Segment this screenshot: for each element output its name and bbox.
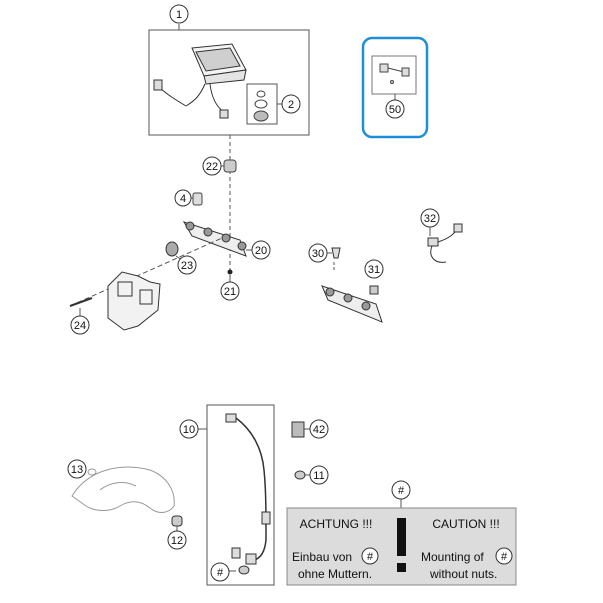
part-group-50[interactable]: 50	[361, 36, 429, 139]
svg-text:11: 11	[313, 470, 324, 482]
callout-12[interactable]: 12	[167, 530, 187, 550]
callout-22[interactable]: 22	[202, 156, 222, 176]
callout-23[interactable]: 23	[177, 255, 197, 275]
svg-text:42: 42	[313, 424, 325, 436]
svg-text:#: #	[217, 567, 224, 579]
callout-13[interactable]: 13	[67, 459, 87, 479]
warning-hash-callout[interactable]: #	[391, 480, 411, 500]
svg-text:21: 21	[224, 286, 236, 298]
svg-text:30: 30	[312, 248, 324, 260]
callout-50[interactable]: 50	[385, 99, 405, 119]
part-4: 4	[174, 189, 203, 207]
callout-42[interactable]: 42	[309, 419, 329, 439]
svg-text:#: #	[398, 485, 405, 497]
part-31-bracket	[321, 285, 383, 323]
warning-de-title: ACHTUNG !!!	[300, 517, 373, 531]
svg-text:2: 2	[288, 99, 294, 111]
part-group-1: 1 2	[148, 4, 310, 136]
warning-en-title: CAUTION !!!	[432, 517, 499, 531]
svg-text:10: 10	[183, 424, 195, 436]
warning-exclamation-bar	[397, 518, 406, 556]
svg-text:23: 23	[181, 260, 193, 272]
part-12: 12	[167, 515, 187, 550]
callout-31[interactable]: 31	[364, 259, 384, 279]
callout-1[interactable]: 1	[169, 4, 189, 24]
svg-text:31: 31	[368, 264, 380, 276]
svg-text:50: 50	[389, 104, 401, 116]
svg-text:12: 12	[171, 535, 183, 547]
svg-text:1: 1	[176, 9, 182, 21]
warning-en-line1: Mounting of	[421, 550, 484, 564]
svg-text:22: 22	[206, 161, 218, 173]
warning-en-line2: without nuts.	[429, 567, 497, 581]
callout-10[interactable]: 10	[179, 419, 199, 439]
callout-20[interactable]: 20	[251, 240, 271, 260]
callout-hash-bottom[interactable]: #	[210, 562, 230, 582]
callout-4[interactable]: 4	[174, 189, 192, 207]
warning-exclamation-dot	[397, 563, 406, 572]
callout-30[interactable]: 30	[308, 243, 328, 263]
part-20-bracket	[182, 221, 247, 257]
callout-21[interactable]: 21	[220, 281, 240, 301]
part-22: 22	[202, 156, 237, 176]
callout-11[interactable]: 11	[309, 465, 329, 485]
part-group-10: 10 #	[179, 404, 275, 586]
callout-2[interactable]: 2	[281, 94, 301, 114]
svg-text:32: 32	[424, 213, 436, 225]
warning-de-line1: Einbau von	[292, 550, 352, 564]
part-42: 42	[291, 419, 329, 439]
warning-panel: # ACHTUNG !!! CAUTION !!! Einbau von # o…	[286, 480, 517, 586]
warning-de-hash: #	[367, 551, 374, 563]
svg-text:4: 4	[180, 193, 186, 205]
part-24-mount	[69, 271, 161, 331]
part-13-frame	[71, 466, 175, 513]
svg-text:13: 13	[71, 464, 83, 476]
callout-32[interactable]: 32	[420, 208, 440, 228]
callout-24[interactable]: 24	[70, 315, 90, 335]
part-30: 30	[308, 243, 341, 272]
part-32-sensor	[427, 223, 463, 263]
part-11: 11	[294, 465, 329, 485]
speedometer-drawing	[153, 43, 247, 119]
part-23: 23	[165, 241, 197, 275]
warning-de-line2: ohne Muttern.	[298, 567, 372, 581]
svg-text:24: 24	[74, 320, 86, 332]
svg-text:20: 20	[255, 245, 267, 257]
warning-en-hash: #	[501, 551, 508, 563]
